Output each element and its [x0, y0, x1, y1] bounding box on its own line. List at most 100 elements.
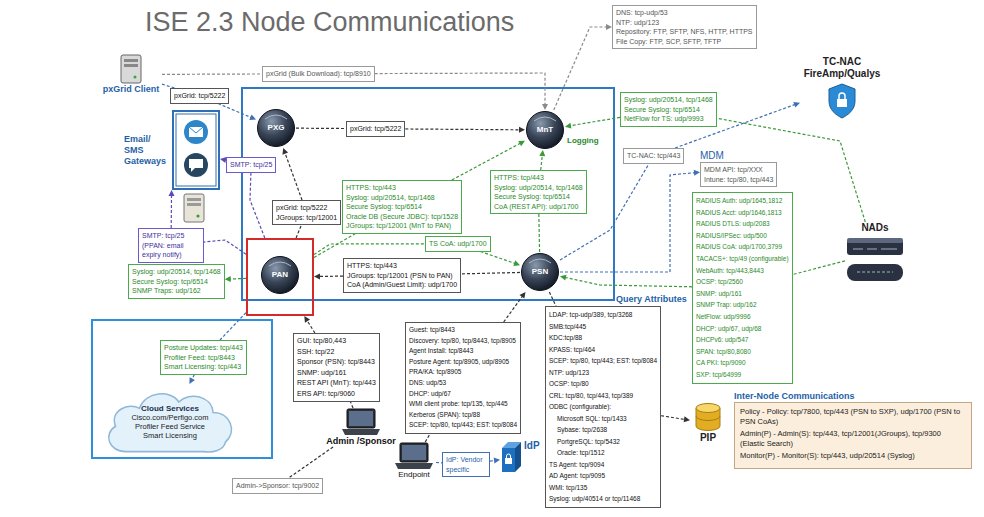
arrow-head	[282, 148, 288, 155]
connector	[314, 234, 356, 258]
port-entry: Secure Syslog: tcp/6514	[494, 192, 583, 202]
port-entry: SSH: tcp/22	[297, 347, 376, 358]
port-box: Guest: tcp/8443Discovery: tcp/80, tcp/84…	[405, 322, 521, 434]
port-box: IdP: Vendor specific	[442, 452, 490, 477]
port-entry: SNMP: udp/161	[297, 368, 376, 379]
port-entry: AD Agent: tcp/9095	[549, 470, 657, 482]
connector	[554, 24, 612, 110]
port-entry: RADIUS Auth: udp/1645,1812	[696, 195, 789, 207]
node-label: PIP	[690, 432, 726, 444]
network-device-icons	[845, 236, 905, 284]
connector	[480, 252, 520, 267]
port-entry: TS Agent: tcp/9094	[549, 459, 657, 471]
port-entry: ERS API: tcp/9060	[297, 389, 376, 400]
port-entry: NetFlow: udp/9996	[696, 311, 789, 323]
server-icon-graphic	[118, 54, 144, 84]
port-entry: Intune: tcp/80, tcp/443	[704, 175, 773, 185]
laptop-icon-graphic	[394, 442, 434, 470]
port-entry: DHCP: udp/67	[409, 389, 517, 400]
connector	[282, 148, 302, 200]
port-entry: Syslog: udp/40514 or tcp/11468	[549, 493, 657, 505]
port-entry: Secure Syslog: tcp/6514	[624, 105, 713, 115]
arrow-head	[520, 292, 526, 299]
port-entry: Monitor(P) - Monitor(S): tcp/443, udp/20…	[740, 451, 966, 461]
port-entry: Guest: tcp/8443	[409, 325, 517, 336]
port-entry: NTP: udp/123	[616, 18, 753, 28]
port-box: SMTP: tcp/25(PPAN: email expiry notify)	[138, 228, 204, 263]
port-entry: Microsoft SQL: tcp/1433	[549, 413, 657, 425]
connector	[296, 225, 301, 238]
connector-line	[375, 73, 545, 105]
nad-group: NADs	[845, 222, 905, 284]
connector-line	[793, 261, 845, 275]
arrow-head	[225, 276, 231, 282]
port-box: RADIUS Auth: udp/1645,1812RADIUS Acct: u…	[692, 192, 793, 384]
arrow-head	[539, 150, 545, 156]
connector-line	[296, 225, 301, 238]
connector-line	[554, 27, 607, 110]
connector	[250, 173, 265, 239]
connector-line	[204, 240, 246, 254]
port-box: GUI: tcp/80,443SSH: tcp/22Sponsor (PSN):…	[293, 333, 380, 402]
node-label: NADs	[845, 222, 905, 234]
connector-line	[549, 292, 556, 306]
connector-line	[285, 153, 302, 200]
port-entry: CRL: tcp/80, tcp/443, tcp/389	[549, 390, 657, 402]
arrow-head	[560, 275, 566, 281]
port-entry: PortgreSQL: tcp/5432	[549, 436, 657, 448]
arrow-head	[542, 104, 548, 110]
connector	[204, 240, 246, 254]
node-role: PXG	[256, 108, 296, 148]
port-box: SMTP: tcp/25	[226, 157, 276, 173]
shield-icon-graphic	[827, 83, 857, 119]
connector-line	[220, 313, 246, 340]
node-role: MnT	[525, 110, 565, 150]
connector	[189, 375, 194, 385]
port-entry: File Copy: FTP, SCP, SFTP, TFTP	[616, 37, 753, 47]
port-entry: SMB:tcp/445	[549, 321, 657, 333]
port-box: HTTPS: tcp/443Syslog: udp/20514, tcp/146…	[342, 180, 462, 234]
connector	[560, 275, 692, 287]
callout-label: Query Attributes	[616, 294, 687, 305]
arrow-head	[314, 273, 320, 279]
endpoint-station: Endpoint	[392, 442, 436, 480]
port-entry: RADIUS DTLS: udp/2083	[696, 218, 789, 230]
port-entry: HTTPS: tcp/443	[346, 183, 458, 193]
connector	[220, 313, 246, 340]
pip-node: PIP	[690, 402, 726, 444]
port-entry: Admin(P) - Admin(S): tcp/443, tcp/12001(…	[740, 429, 966, 448]
mail-server-icon	[184, 194, 204, 222]
laptop-icon-graphic	[341, 408, 381, 436]
connector	[169, 190, 175, 228]
connector-line	[230, 278, 246, 280]
arrow-head	[513, 260, 520, 266]
port-entry: Syslog: udp/20514, tcp/1468	[494, 183, 583, 193]
connector	[314, 244, 425, 255]
gateway-icons-graphic	[172, 110, 220, 190]
port-entry: WMI: tcp/135	[549, 482, 657, 494]
port-entry: pxGrid: tcp/5222	[174, 91, 225, 101]
port-box: TS CoA: udp/1700	[425, 236, 491, 252]
connector-line	[661, 416, 685, 420]
cloud-entry: Smart Licensing	[100, 431, 240, 440]
connector	[405, 127, 525, 133]
connector-line	[307, 320, 315, 333]
group-box: Policy - Policy: tcp/7800, tcp/443 (PSN …	[734, 402, 972, 469]
node-label: TC-NAC FireAmp/Qualys	[800, 56, 884, 80]
port-entry: TC-NAC: tcp/443	[627, 151, 680, 161]
arrow-head	[519, 127, 525, 133]
port-entry: Syslog: udp/20514, tcp/1468	[132, 267, 221, 277]
port-entry: OCSP: tcp/2560	[696, 276, 789, 288]
port-entry: LDAP: tcp-udp/389, tcp/3268	[549, 309, 657, 321]
port-box: Syslog: udp/20514, tcp/1468Secure Syslog…	[128, 264, 225, 299]
port-box: HTTPS: tcp/443Syslog: udp/20514, tcp/146…	[490, 170, 587, 214]
arrow-head	[249, 114, 256, 120]
cloud-services-frame	[92, 320, 272, 458]
port-entry: Sybase: tcp/2638	[549, 424, 657, 436]
connector	[351, 402, 353, 408]
port-entry: Syslog: udp/20514, tcp/1468	[346, 193, 458, 203]
port-entry: pxGrid (Bulk Download): tcp/8910	[266, 69, 371, 79]
port-box: Admin->Sponsor: tcp/9002	[232, 478, 323, 494]
connector	[304, 316, 315, 333]
node-role: PSN	[520, 252, 560, 292]
